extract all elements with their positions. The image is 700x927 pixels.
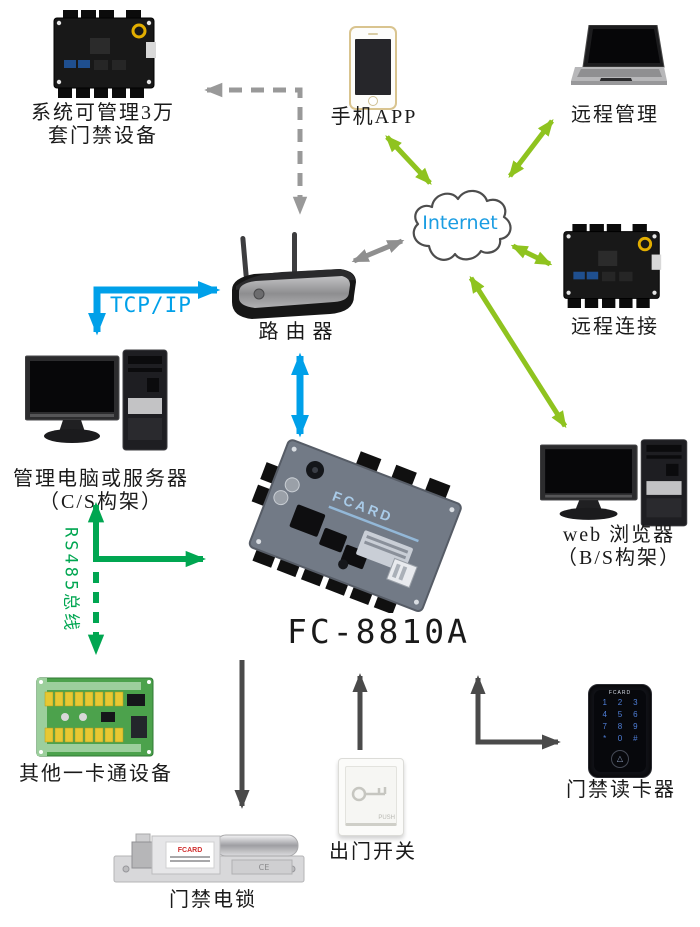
rs485-label: RS485总线 — [60, 526, 81, 634]
keypad-key: 8 — [617, 722, 623, 731]
other-devices-label: 其他一卡通设备 — [19, 763, 173, 785]
phone-home-button — [368, 96, 378, 106]
card-reader-image: FCARD 1 2 3 4 5 6 7 8 9 * 0 # △ — [588, 684, 652, 778]
edge-router-managed-devices-dashed-arrow — [204, 82, 308, 215]
managed-devices-board-image — [53, 10, 156, 98]
card-reader-bell-button: △ — [611, 750, 629, 768]
tcpip-label: TCP/IP — [110, 293, 192, 317]
controller-label: FC-8810A — [287, 612, 470, 651]
management-pc-image — [25, 349, 168, 451]
keypad-key: 9 — [633, 722, 638, 731]
remote-connection-board-image — [563, 224, 662, 308]
management-pc-label: 管理电脑或服务器 （C/S构架） — [13, 468, 189, 513]
keypad-key: 0 — [617, 734, 623, 743]
internet-cloud: Internet — [412, 189, 512, 261]
edge-reader-controller-arrow — [470, 675, 561, 750]
electric-lock-image: FCARD CE — [113, 833, 305, 883]
card-reader-keypad: 1 2 3 4 5 6 7 8 9 * 0 # — [597, 698, 643, 743]
web-browser-pc-image — [540, 439, 688, 527]
keypad-key: 5 — [617, 710, 623, 719]
keypad-key: 1 — [602, 698, 607, 707]
controller-board-image: FCARD — [248, 439, 462, 613]
card-reader-label: 门禁读卡器 — [566, 779, 676, 801]
electric-lock-label: 门禁电锁 — [169, 889, 257, 911]
keypad-key: 3 — [633, 698, 638, 707]
keypad-key: 2 — [617, 698, 623, 707]
other-devices-board-image — [36, 677, 154, 757]
keypad-key: # — [633, 734, 638, 743]
lock-brand-text: FCARD — [178, 847, 203, 854]
router-device-image — [232, 232, 356, 319]
web-browser-label: web 浏览器 （B/S构架） — [556, 524, 682, 569]
keypad-key: 4 — [602, 710, 607, 719]
edge-laptop-internet-arrow — [508, 118, 554, 179]
phone-device-image — [349, 26, 397, 110]
exit-button-label: 出门开关 — [329, 841, 417, 863]
edge-internet-remote-connection-arrow — [510, 243, 553, 267]
phone-speaker — [368, 33, 378, 35]
remote-connection-label: 远程连接 — [571, 316, 659, 338]
svg-text:CE: CE — [259, 863, 270, 872]
keypad-key: * — [603, 734, 607, 743]
remote-management-label: 远程管理 — [571, 104, 659, 126]
managed-devices-label: 系统可管理3万 套门禁设备 — [31, 102, 175, 147]
router-label: 路由器 — [258, 321, 340, 343]
key-icon — [351, 786, 387, 802]
keypad-key: 6 — [633, 710, 638, 719]
card-reader-brand-text: FCARD — [608, 690, 632, 696]
keypad-key: 7 — [602, 722, 607, 731]
edge-internet-web-browser-arrow — [468, 275, 568, 429]
phone-label: 手机APP — [330, 106, 418, 128]
phone-screen — [355, 39, 391, 95]
laptop-device-image — [571, 25, 667, 85]
internet-label: Internet — [422, 212, 497, 234]
exit-button-image: PUSH — [338, 758, 404, 836]
exit-button-push-text: PUSH — [378, 815, 395, 821]
